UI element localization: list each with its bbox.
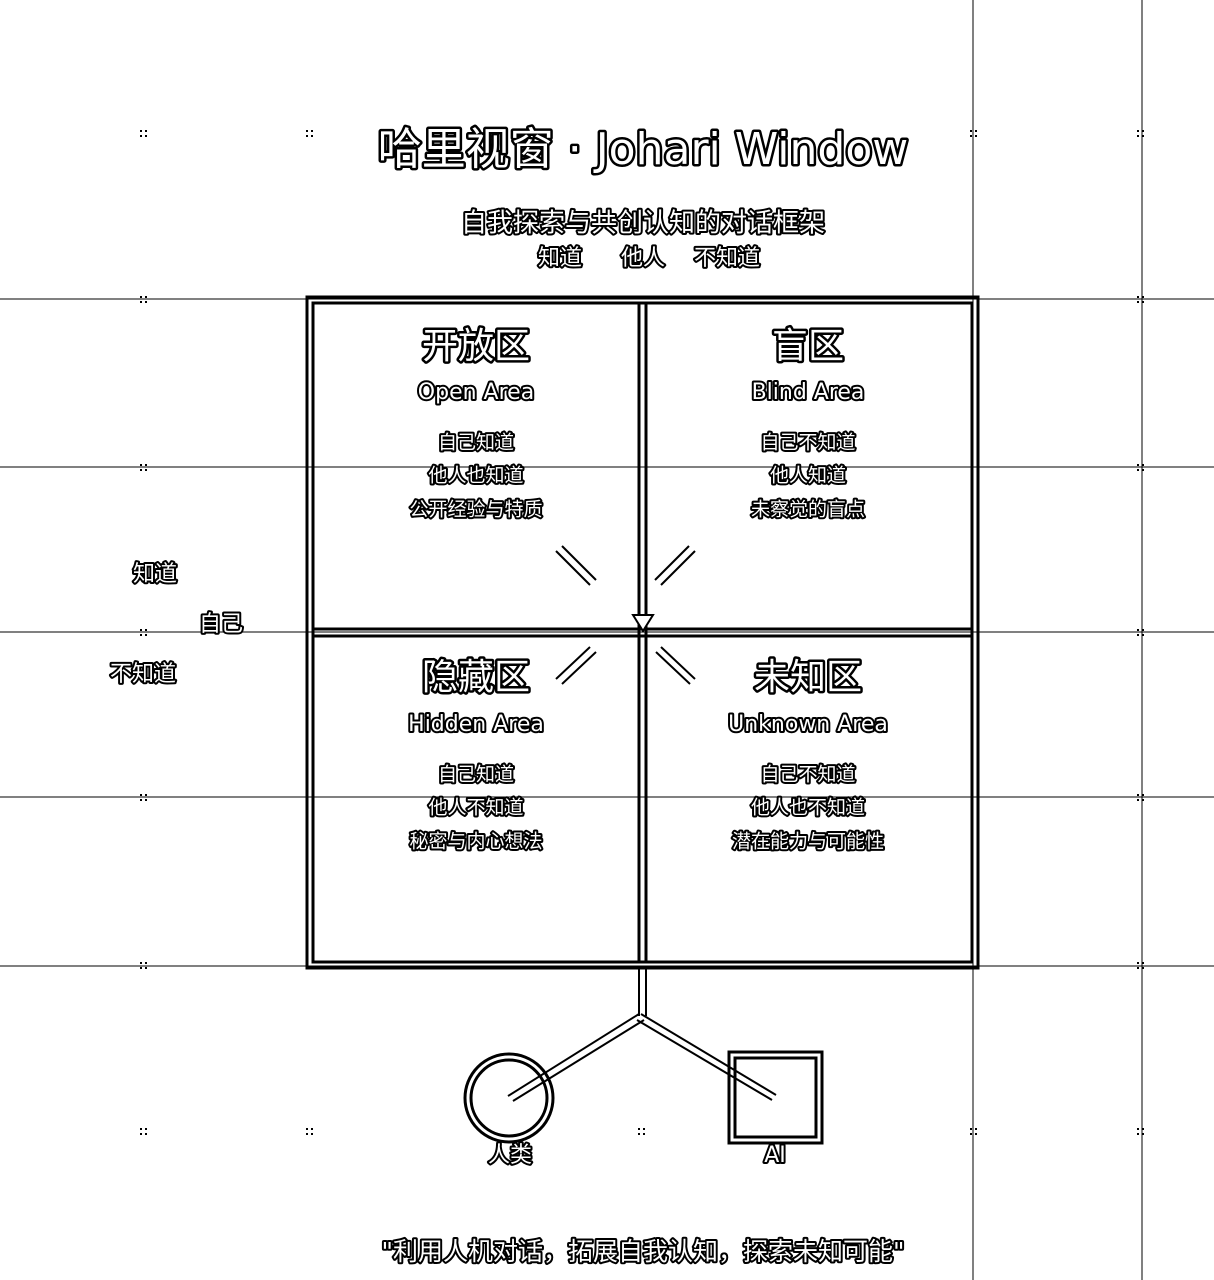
quadrant-line: 潜在能力与可能性 (732, 831, 884, 853)
center-arrow-icon (631, 614, 655, 633)
left-axis-label: 自己 (199, 612, 243, 637)
human-circle-icon (463, 1052, 555, 1144)
quadrant-english: Blind Area (752, 380, 865, 405)
connector-branch (507, 1013, 640, 1097)
diagonal-mark (561, 545, 597, 581)
grid-marker (638, 1128, 645, 1135)
actor-ai-label: AI (764, 1143, 786, 1168)
grid-marker (306, 130, 313, 137)
grid-marker (140, 464, 147, 471)
diagonal-mark (660, 550, 696, 586)
left-axis-known: 知道 (133, 562, 177, 587)
quadrant-line: 他人也知道 (428, 465, 523, 487)
grid-marker (140, 962, 147, 969)
quadrant-hidden-area: 隐藏区 Hidden Area 自己知道 他人不知道 秘密与内心想法 (406, 655, 546, 855)
quadrant-line: 自己不知道 (760, 432, 855, 454)
grid-markers (140, 130, 1144, 1135)
actor-connector (507, 968, 777, 1102)
quadrant-line: 自己知道 (438, 432, 514, 454)
quadrant-blind-area: 盲区 Blind Area 自己不知道 他人知道 未察觉的盲点 (749, 324, 867, 523)
quadrant-title: 未知区 (754, 657, 862, 698)
grid-marker (1137, 962, 1144, 969)
grid-marker (1137, 296, 1144, 303)
grid-marker (140, 130, 147, 137)
grid-marker (306, 1128, 313, 1135)
quadrant-line: 秘密与内心想法 (409, 831, 542, 853)
window-frame (305, 295, 980, 970)
quadrant-line: 他人知道 (770, 465, 846, 487)
grid-marker (1137, 629, 1144, 636)
circle-inner (469, 1058, 549, 1138)
connector-branch (640, 1013, 777, 1096)
quadrant-line: 他人也不知道 (751, 797, 865, 819)
quadrant-unknown-area: 未知区 Unknown Area 自己不知道 他人也不知道 潜在能力与可能性 (726, 655, 890, 855)
connector-branch (636, 1019, 773, 1101)
square-inner (733, 1056, 818, 1139)
quadrant-title: 开放区 (422, 326, 530, 367)
quadrant-title: 隐藏区 (422, 657, 530, 698)
grid-marker (1137, 1128, 1144, 1135)
diagonal-mark (555, 646, 591, 680)
top-axis-known: 知道 (538, 246, 582, 271)
grid-marker (970, 130, 977, 137)
circle-outer (463, 1052, 555, 1144)
quadrant-english: Open Area (418, 380, 534, 405)
quadrant-line: 他人不知道 (428, 797, 523, 819)
grid-marker (1137, 464, 1144, 471)
grid-marker (140, 1128, 147, 1135)
quadrant-english: Unknown Area (728, 712, 888, 737)
grid-marker (140, 629, 147, 636)
diagonal-mark (660, 646, 696, 680)
grid-marker (1137, 130, 1144, 137)
top-axis-unknown: 不知道 (694, 246, 760, 271)
top-axis-label: 他人 (621, 246, 665, 271)
quadrant-line: 自己知道 (438, 764, 514, 786)
square-outer (727, 1050, 824, 1145)
quadrant-title: 盲区 (772, 326, 844, 367)
page-title: 哈里视窗 · Johari Window (378, 124, 909, 175)
frame-outer (305, 295, 980, 970)
left-axis-unknown: 不知道 (110, 662, 176, 687)
quadrant-line: 未察觉的盲点 (751, 499, 865, 521)
grid-marker (140, 794, 147, 801)
actor-human-label: 人类 (488, 1143, 532, 1168)
quadrant-line: 公开经验与特质 (409, 499, 542, 521)
connector-branch (512, 1019, 645, 1102)
diagonal-mark (555, 550, 591, 586)
quadrant-english: Hidden Area (408, 712, 544, 737)
bottom-quote: "利用人机对话，拓展自我认知，探索未知可能" (382, 1237, 905, 1266)
ai-square-icon (727, 1050, 824, 1145)
frame-inner (311, 301, 974, 964)
quadrant-open-area: 开放区 Open Area 自己知道 他人也知道 公开经验与特质 (407, 324, 544, 523)
diagonal-mark (561, 651, 597, 685)
diagonal-marks (555, 545, 696, 685)
diagonal-mark (655, 651, 691, 685)
quadrant-line: 自己不知道 (760, 764, 855, 786)
page-subtitle: 自我探索与共创认知的对话框架 (461, 209, 825, 239)
grid-marker (970, 1128, 977, 1135)
diagonal-mark (654, 545, 690, 581)
grid-marker (140, 296, 147, 303)
grid-marker (1137, 794, 1144, 801)
